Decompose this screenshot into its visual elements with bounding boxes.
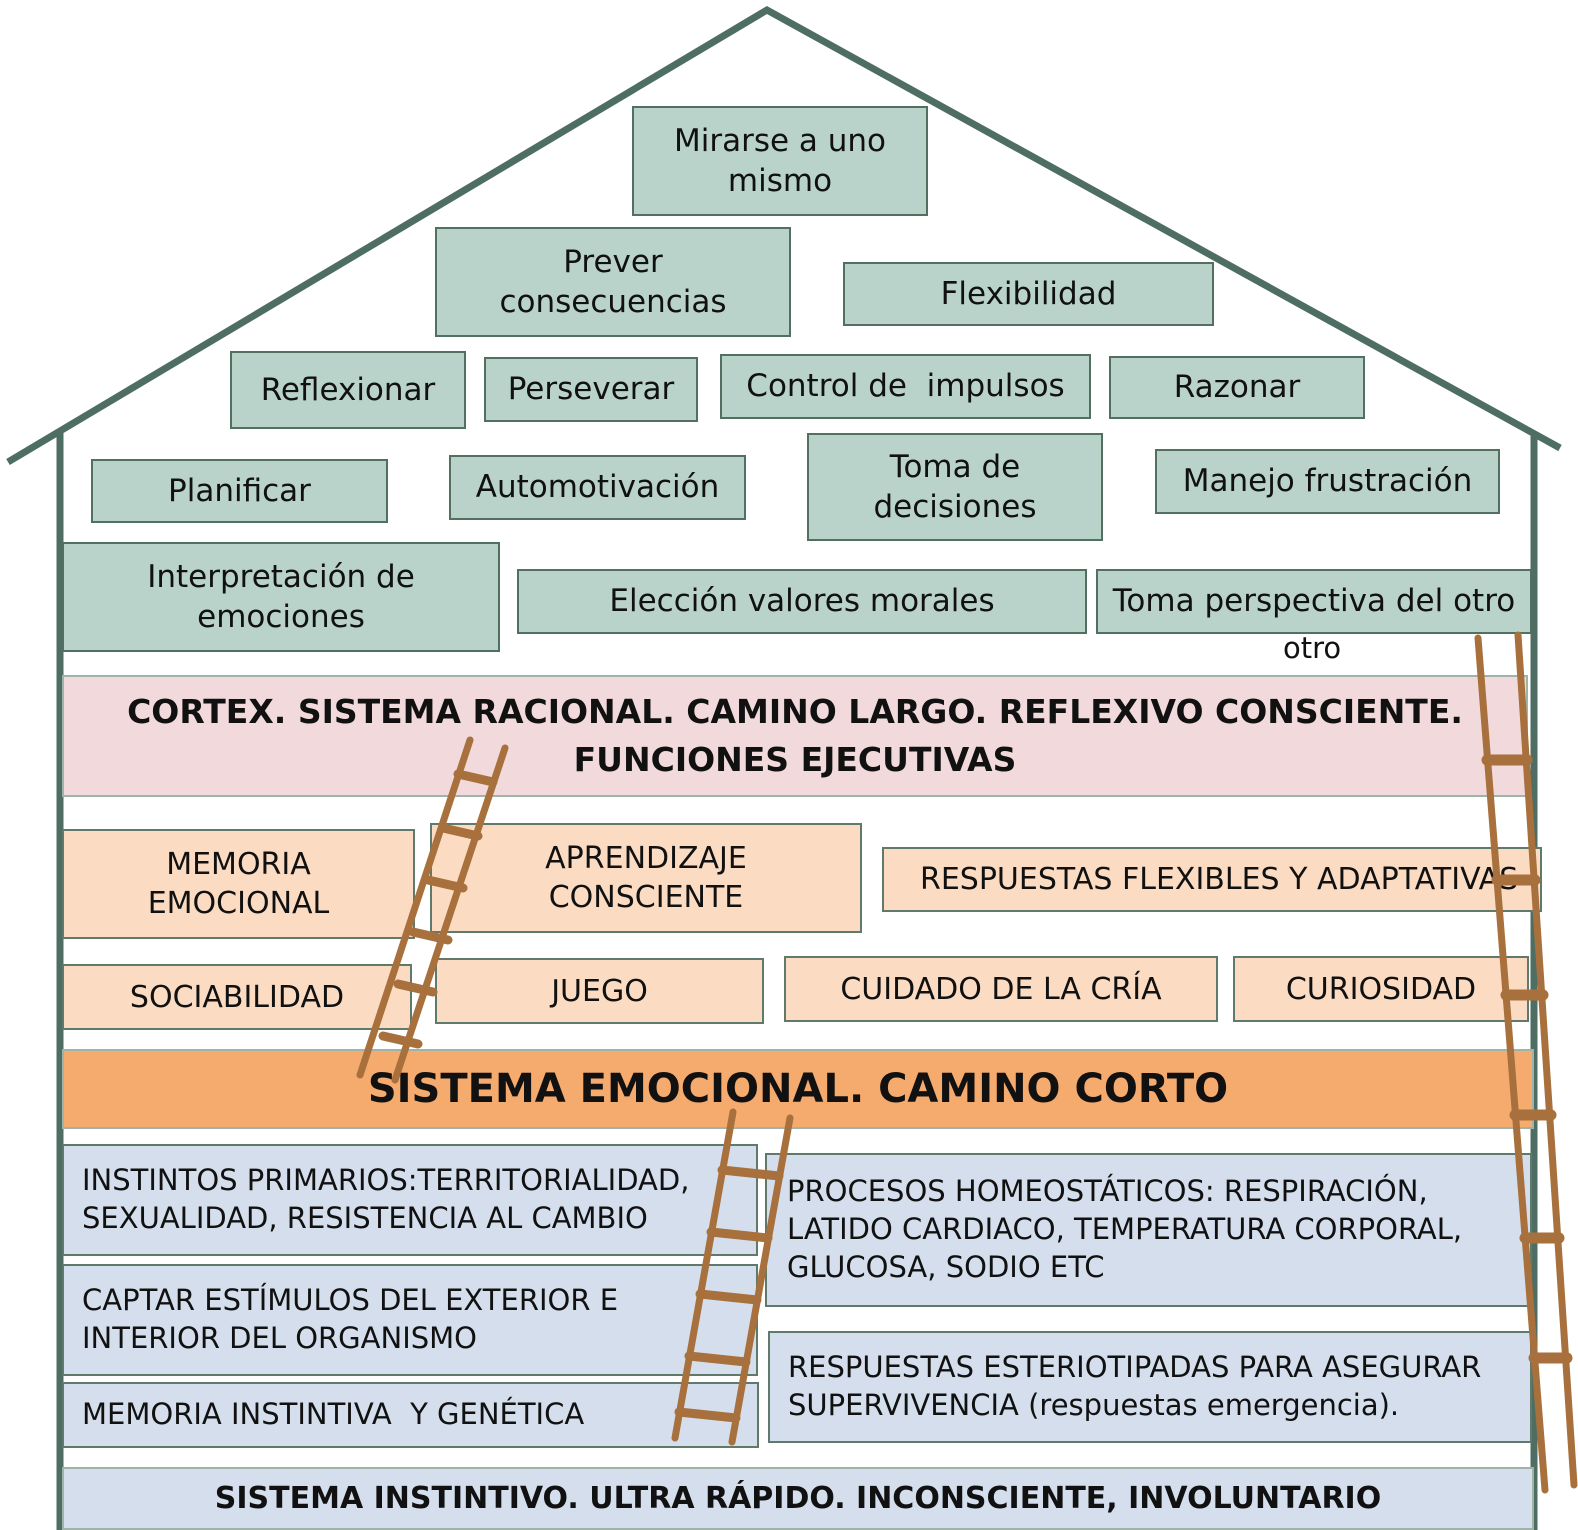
box-memoria-emocional: MEMORIA EMOCIONAL <box>62 829 415 939</box>
flexibilidad-label: Flexibilidad <box>940 275 1117 312</box>
reflexionar-label: Reflexionar <box>260 371 436 408</box>
perseverar-label: Perseverar <box>507 371 675 408</box>
emotional-band-label: SISTEMA EMOCIONAL. CAMINO CORTO <box>367 1066 1229 1112</box>
respuestas-flexibles-label: RESPUESTAS FLEXIBLES Y ADAPTATIVAS <box>920 862 1519 897</box>
instinctive-band: SISTEMA INSTINTIVO. ULTRA RÁPIDO. INCONS… <box>62 1467 1534 1530</box>
manejo-frustracion-label: Manejo frustración <box>1182 463 1473 500</box>
box-razonar: Razonar <box>1109 356 1365 419</box>
box-sociabilidad: SOCIABILIDAD <box>62 964 412 1030</box>
box-flexibilidad: Flexibilidad <box>843 262 1214 326</box>
sociabilidad-label: SOCIABILIDAD <box>129 979 345 1015</box>
automotivacion-label: Automotivación <box>475 469 720 506</box>
box-control-impulsos: Control de impulsos <box>720 354 1091 419</box>
box-aprendizaje-consciente: APRENDIZAJE CONSCIENTE <box>430 823 862 933</box>
box-interpretacion-emociones: Interpretación de emociones <box>62 542 500 652</box>
toma-perspectiva-label: Toma perspectiva del otro <box>1112 583 1516 620</box>
prever-label: Prever consecuencias <box>499 243 727 320</box>
box-prever: Prever consecuencias <box>435 227 791 337</box>
memoria-instintiva-label: MEMORIA INSTINTIVA Y GENÉTICA <box>82 1397 585 1432</box>
box-reflexionar: Reflexionar <box>230 351 466 429</box>
box-eleccion-valores: Elección valores morales <box>517 569 1087 634</box>
box-perseverar: Perseverar <box>484 357 698 422</box>
control-impulsos-label: Control de impulsos <box>746 368 1065 405</box>
emotional-band: SISTEMA EMOCIONAL. CAMINO CORTO <box>62 1049 1534 1129</box>
box-toma-decisiones: Toma de decisiones <box>807 433 1103 541</box>
box-planificar: Planificar <box>91 459 388 523</box>
box-instintos: INSTINTOS PRIMARIOS:TERRITORIALIDAD, SEX… <box>62 1144 758 1256</box>
toma-decisiones-label: Toma de decisiones <box>873 448 1037 525</box>
juego-label: JUEGO <box>551 973 648 1009</box>
eleccion-valores-label: Elección valores morales <box>609 583 995 620</box>
razonar-label: Razonar <box>1173 369 1301 406</box>
box-procesos: PROCESOS HOMEOSTÁTICOS: RESPIRACIÓN, LAT… <box>765 1153 1532 1307</box>
memoria-emocional-label: MEMORIA EMOCIONAL <box>147 847 330 921</box>
respuestas-esteriotipadas-label: RESPUESTAS ESTERIOTIPADAS PARA ASEGURAR … <box>788 1350 1482 1422</box>
captar-label: CAPTAR ESTÍMULOS DEL EXTERIOR E INTERIOR… <box>82 1283 619 1355</box>
curiosidad-label: CURIOSIDAD <box>1285 971 1477 1007</box>
procesos-label: PROCESOS HOMEOSTÁTICOS: RESPIRACIÓN, LAT… <box>787 1174 1463 1284</box>
box-toma-perspectiva: Toma perspectiva del otro <box>1096 569 1532 634</box>
cortex-band-line2: FUNCIONES EJECUTIVAS <box>573 740 1017 779</box>
cortex-band-line1: CORTEX. SISTEMA RACIONAL. CAMINO LARGO. … <box>127 692 1463 732</box>
box-respuestas-esteriotipadas: RESPUESTAS ESTERIOTIPADAS PARA ASEGURAR … <box>768 1331 1532 1443</box>
aprendizaje-consciente-label: APRENDIZAJE CONSCIENTE <box>545 841 747 915</box>
roof <box>6 5 1562 466</box>
box-manejo-frustracion: Manejo frustración <box>1155 449 1500 514</box>
mirarse-label: Mirarse a uno mismo <box>673 122 887 199</box>
interpretacion-emociones-label: Interpretación de emociones <box>147 558 415 635</box>
box-captar: CAPTAR ESTÍMULOS DEL EXTERIOR E INTERIOR… <box>62 1264 758 1376</box>
cuidado-cria-label: CUIDADO DE LA CRÍA <box>840 971 1162 1007</box>
box-juego: JUEGO <box>435 958 764 1024</box>
box-memoria-instintiva: MEMORIA INSTINTIVA Y GENÉTICA <box>62 1382 759 1448</box>
cortex-band: CORTEX. SISTEMA RACIONAL. CAMINO LARGO. … <box>62 675 1528 797</box>
planificar-label: Planificar <box>168 472 311 509</box>
box-automotivacion: Automotivación <box>449 455 746 520</box>
box-curiosidad: CURIOSIDAD <box>1233 956 1529 1022</box>
toma-perspectiva-overflow: otro <box>1283 631 1342 665</box>
box-cuidado-cria: CUIDADO DE LA CRÍA <box>784 956 1218 1022</box>
box-respuestas-flexibles: RESPUESTAS FLEXIBLES Y ADAPTATIVAS <box>882 847 1542 912</box>
box-mirarse: Mirarse a uno mismo <box>632 106 928 216</box>
instintos-label: INSTINTOS PRIMARIOS:TERRITORIALIDAD, SEX… <box>82 1163 690 1235</box>
instinctive-band-label: SISTEMA INSTINTIVO. ULTRA RÁPIDO. INCONS… <box>214 1480 1382 1516</box>
